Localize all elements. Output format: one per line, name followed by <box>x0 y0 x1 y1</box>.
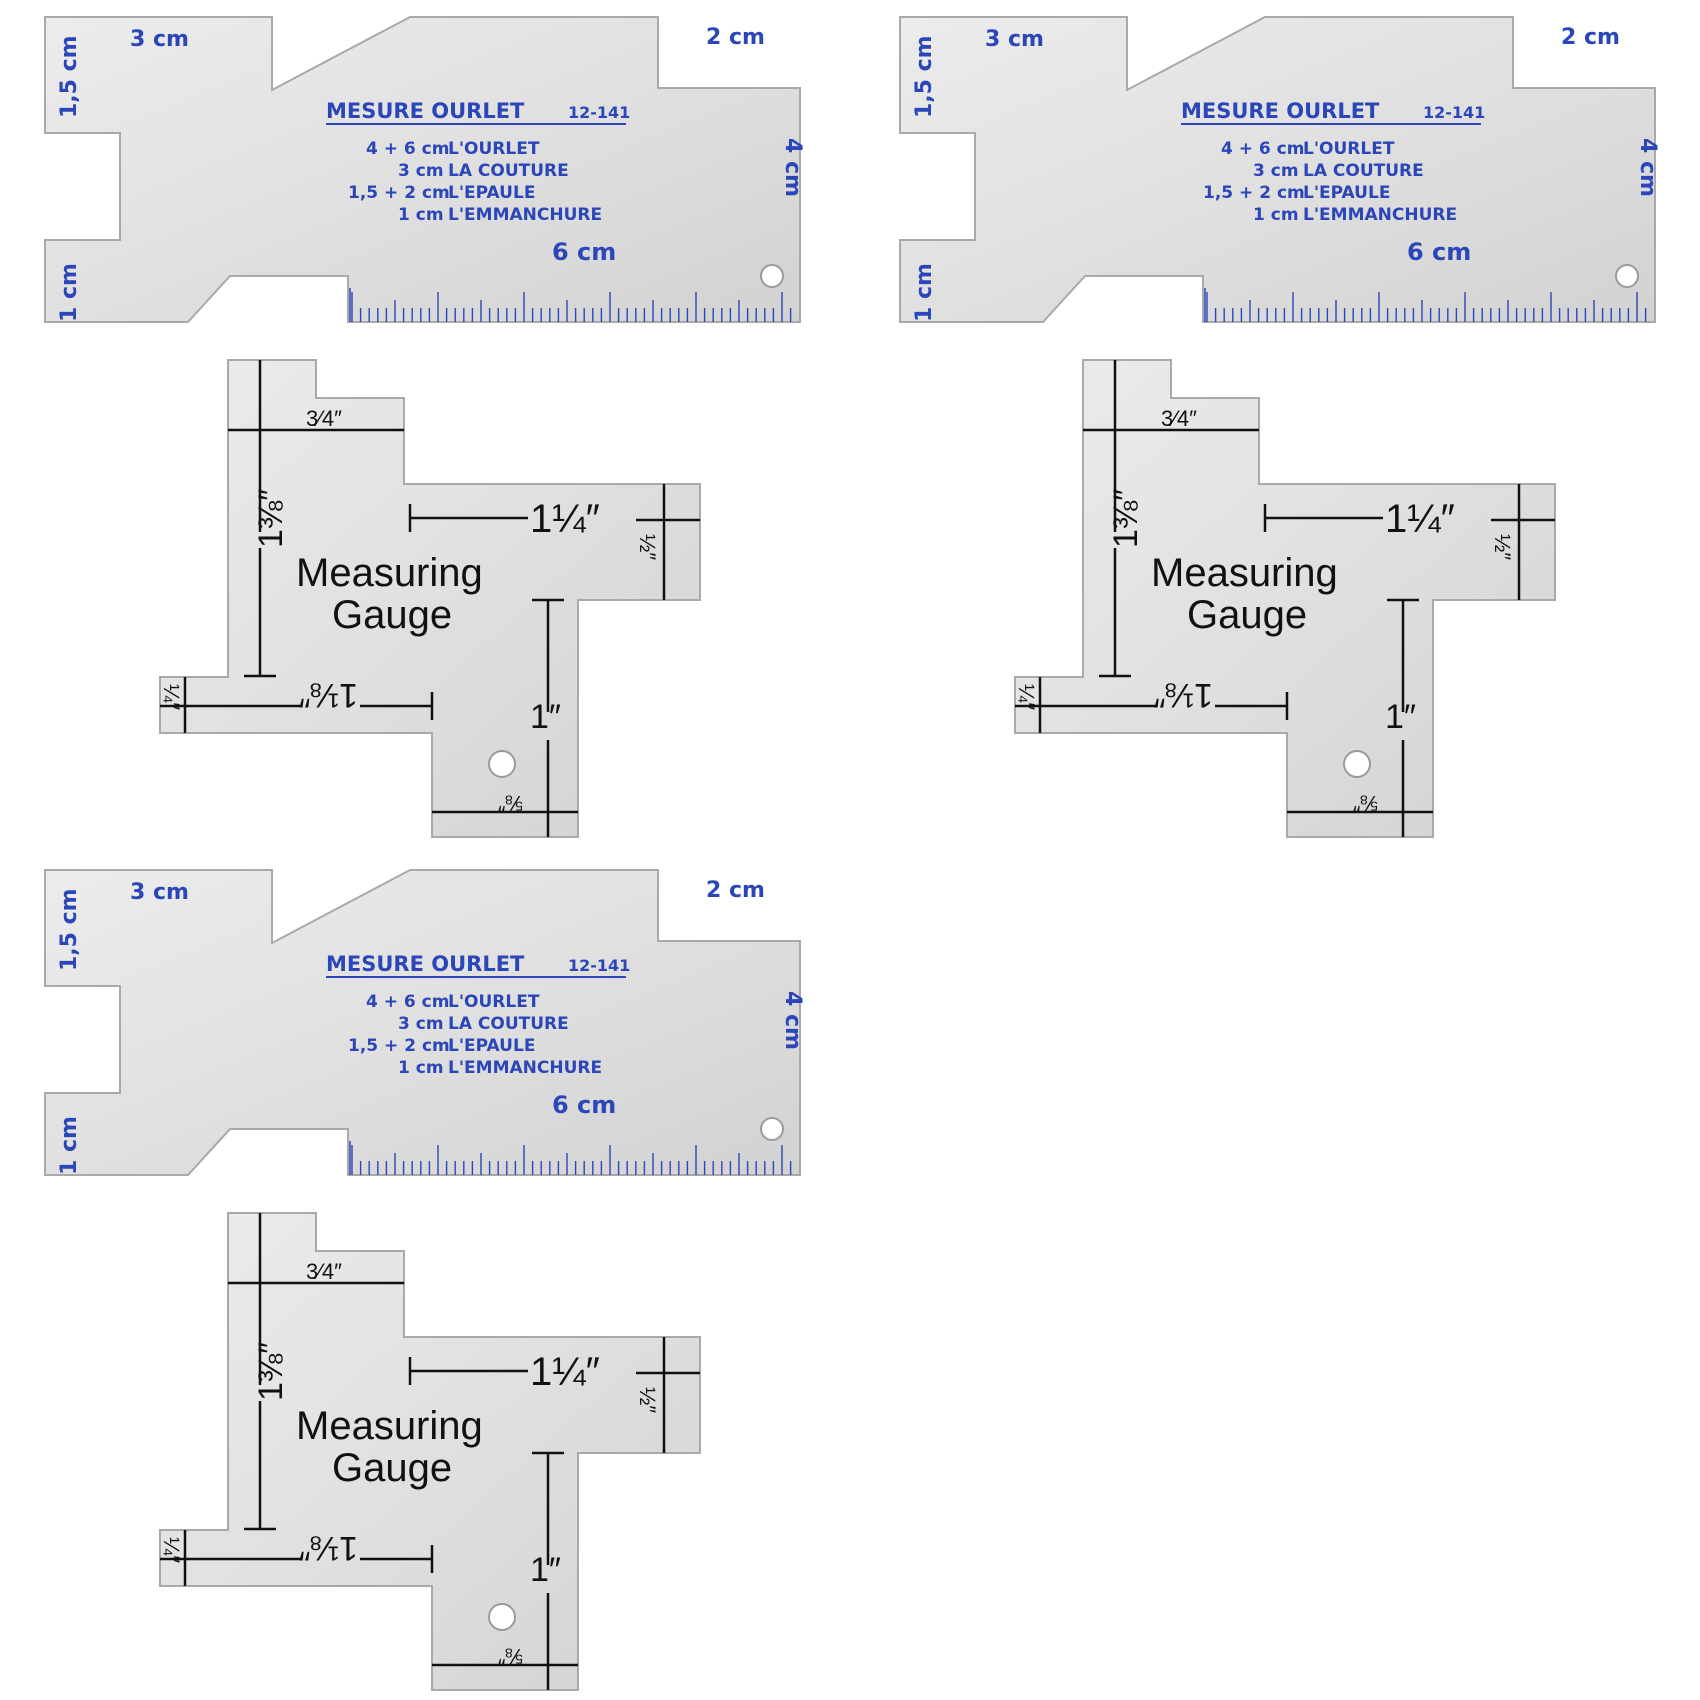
hem-line-num-1: 4 + 6 cm <box>366 992 449 1012</box>
label-4cm: 4 cm <box>1635 138 1660 197</box>
mark-five-eighths: ⅝″ <box>498 1644 524 1669</box>
mark-one-eighth: 1⅛″ <box>1154 676 1213 714</box>
hem-line-label-3: L'EPAULE <box>1303 183 1390 203</box>
mark-one-quarter-big: 1¼″ <box>1385 497 1455 541</box>
label-4cm: 4 cm <box>780 991 805 1050</box>
hem-line-label-2: LA COUTURE <box>1303 161 1424 181</box>
ruler-ticks <box>351 292 792 322</box>
label-2cm: 2 cm <box>1561 25 1620 50</box>
hem-line-num-2: 3 cm <box>1253 161 1299 181</box>
gauge-title-line1: Measuring <box>296 551 483 595</box>
mark-one-quarter-big: 1¼″ <box>530 1350 600 1394</box>
hem-line-label-2: LA COUTURE <box>448 161 569 181</box>
ruler-ticks <box>1206 292 1647 322</box>
ruler-ticks <box>351 1145 792 1175</box>
hem-line-num-4: 1 cm <box>398 205 444 225</box>
mark-one: 1″ <box>530 698 561 736</box>
label-2cm: 2 cm <box>706 878 765 903</box>
hem-line-num-3: 1,5 + 2 cm <box>1203 183 1305 203</box>
hem-line-num-4: 1 cm <box>1253 205 1299 225</box>
hem-line-label-4: L'EMMANCHURE <box>448 1058 602 1078</box>
hem-gauge-3: 3 cm 2 cm 1,5 cm 1 cm 4 cm 6 cm MESURE O… <box>44 869 805 1176</box>
hem-gauge-2: 3 cm 2 cm 1,5 cm 1 cm 4 cm 6 cm MESURE O… <box>899 16 1660 323</box>
mark-quarter: ¼″ <box>159 1537 184 1563</box>
hem-line-num-3: 1,5 + 2 cm <box>348 1036 450 1056</box>
measuring-gauge-2: Measuring Gauge 3⁄4″ 1⅜″ 1¼″ ½″ ¼″ 1⅛″ 1… <box>1013 358 1557 839</box>
mark-quarter: ¼″ <box>159 684 184 710</box>
hem-model: 12-141 <box>568 103 630 122</box>
mark-half: ½″ <box>635 534 660 560</box>
mark-one: 1″ <box>530 1551 561 1589</box>
hem-line-num-2: 3 cm <box>398 1014 444 1034</box>
label-3cm: 3 cm <box>130 880 189 905</box>
hem-line-label-3: L'EPAULE <box>448 183 535 203</box>
label-6cm: 6 cm <box>552 1091 616 1119</box>
hem-line-num-2: 3 cm <box>398 161 444 181</box>
mark-quarter: ¼″ <box>1014 684 1039 710</box>
hem-line-label-1: L'OURLET <box>448 992 540 1012</box>
mark-one-quarter-big: 1¼″ <box>530 497 600 541</box>
hem-line-num-1: 4 + 6 cm <box>1221 139 1304 159</box>
hem-title: MESURE OURLET <box>1181 99 1380 123</box>
mark-five-eighths: ⅝″ <box>1353 791 1379 816</box>
hem-line-num-4: 1 cm <box>398 1058 444 1078</box>
hem-model: 12-141 <box>1423 103 1485 122</box>
mark-half: ½″ <box>635 1387 660 1413</box>
label-1-5cm: 1,5 cm <box>57 888 82 971</box>
gauge-title-line1: Measuring <box>1151 551 1338 595</box>
label-6cm: 6 cm <box>552 238 616 266</box>
gauge-title-line2: Gauge <box>332 593 452 637</box>
mark-three-quarter: 3⁄4″ <box>1161 406 1197 431</box>
label-1cm: 1 cm <box>57 1116 82 1175</box>
mark-three-quarter: 3⁄4″ <box>306 1259 342 1284</box>
measuring-gauge-1: Measuring Gauge 3⁄4″ 1⅜″ 1¼″ ½″ ¼″ 1⅛″ 1… <box>158 358 702 839</box>
mark-three-quarter: 3⁄4″ <box>306 406 342 431</box>
hem-line-label-1: L'OURLET <box>1303 139 1395 159</box>
gauge-title-line1: Measuring <box>296 1404 483 1448</box>
hem-model: 12-141 <box>568 956 630 975</box>
hem-line-num-3: 1,5 + 2 cm <box>348 183 450 203</box>
hem-gauge-1: 3 cm 2 cm 1,5 cm 1 cm 4 cm 6 cm MESURE O… <box>44 16 805 323</box>
label-1cm: 1 cm <box>912 263 937 322</box>
hem-line-label-3: L'EPAULE <box>448 1036 535 1056</box>
hem-line-label-1: L'OURLET <box>448 139 540 159</box>
hem-line-label-2: LA COUTURE <box>448 1014 569 1034</box>
hem-line-label-4: L'EMMANCHURE <box>448 205 602 225</box>
mark-one-three-eighths: 1⅜″ <box>1107 489 1145 548</box>
measuring-gauge-3: Measuring Gauge 3⁄4″ 1⅜″ 1¼″ ½″ ¼″ 1⅛″ 1… <box>158 1211 702 1692</box>
label-4cm: 4 cm <box>780 138 805 197</box>
gauge-title-line2: Gauge <box>1187 593 1307 637</box>
mark-one: 1″ <box>1385 698 1416 736</box>
label-3cm: 3 cm <box>985 27 1044 52</box>
mark-one-three-eighths: 1⅜″ <box>252 489 290 548</box>
mark-five-eighths: ⅝″ <box>498 791 524 816</box>
mark-one-three-eighths: 1⅜″ <box>252 1342 290 1401</box>
mark-one-eighth: 1⅛″ <box>299 676 358 714</box>
label-3cm: 3 cm <box>130 27 189 52</box>
label-1cm: 1 cm <box>57 263 82 322</box>
mark-one-eighth: 1⅛″ <box>299 1529 358 1567</box>
gauge-title-line2: Gauge <box>332 1446 452 1490</box>
hem-line-label-4: L'EMMANCHURE <box>1303 205 1457 225</box>
hem-title: MESURE OURLET <box>326 952 525 976</box>
hem-title: MESURE OURLET <box>326 99 525 123</box>
label-1-5cm: 1,5 cm <box>57 35 82 118</box>
label-1-5cm: 1,5 cm <box>912 35 937 118</box>
hem-line-num-1: 4 + 6 cm <box>366 139 449 159</box>
mark-half: ½″ <box>1490 534 1515 560</box>
label-6cm: 6 cm <box>1407 238 1471 266</box>
label-2cm: 2 cm <box>706 25 765 50</box>
